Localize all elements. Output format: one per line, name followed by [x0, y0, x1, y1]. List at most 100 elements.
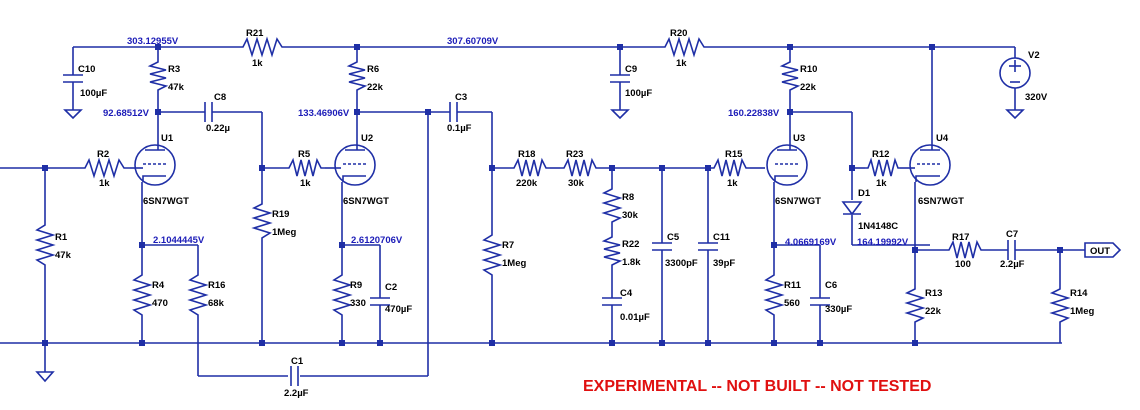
part-ref: R4: [152, 280, 165, 291]
part-ref: D1: [858, 188, 871, 199]
part-ref: R5: [298, 149, 311, 160]
part-value: 470: [152, 298, 168, 309]
part-ref: R20: [670, 28, 687, 39]
resistor-r5: [285, 157, 325, 177]
capacitor-c6: [810, 297, 830, 306]
part-value: 330: [350, 298, 366, 309]
part-value: 47k: [168, 82, 185, 93]
resistor-r20: [660, 36, 710, 58]
part-ref: R14: [1070, 288, 1088, 299]
part-value: 1k: [676, 58, 687, 69]
part-ref: C3: [455, 92, 467, 103]
part-ref: R3: [168, 64, 180, 75]
ground-icon: [610, 109, 630, 120]
wires: [0, 46, 1085, 377]
part-ref: R12: [872, 149, 889, 160]
resistor-r18: [510, 157, 550, 177]
resistor-r2: [80, 157, 130, 179]
voltage-source-v2: [999, 57, 1031, 89]
part-value: 100µF: [625, 88, 652, 99]
part-value: 470µF: [385, 304, 412, 315]
part-value: 30k: [568, 178, 585, 189]
capacitor-c9: [610, 74, 630, 83]
capacitor-c8: [204, 102, 230, 122]
capacitor-c5: [652, 242, 672, 251]
capacitors: [63, 74, 1016, 386]
part-ref: C2: [385, 282, 397, 293]
warning-banner: EXPERIMENTAL -- NOT BUILT -- NOT TESTED: [583, 378, 931, 395]
part-value: 22k: [925, 306, 942, 317]
part-value: 22k: [800, 82, 817, 93]
part-value: 6SN7WGT: [918, 196, 964, 207]
tube-u2: [334, 140, 376, 190]
part-ref: C4: [620, 288, 633, 299]
voltage-label: 303.12955V: [127, 36, 179, 47]
part-ref: R9: [350, 280, 362, 291]
part-ref: R21: [246, 28, 264, 39]
part-value: 3300pF: [665, 258, 698, 269]
resistor-r12: [865, 157, 900, 177]
resistor-r8: [601, 185, 623, 225]
resistor-r19: [251, 200, 273, 242]
voltage-label: 92.68512V: [103, 108, 150, 119]
part-value: 330µF: [825, 304, 852, 315]
voltage-label: 2.6120706V: [351, 235, 403, 246]
part-value: 39pF: [713, 258, 735, 269]
part-ref: R16: [208, 280, 225, 291]
part-value: 100: [955, 259, 971, 270]
capacitor-c1: [290, 366, 299, 386]
resistors: [34, 36, 1071, 325]
part-ref: R17: [952, 232, 969, 243]
part-ref: C11: [713, 232, 731, 243]
tube-u3: [766, 140, 808, 190]
part-ref: C7: [1006, 229, 1018, 240]
node-voltages: 303.12955V 307.60709V 92.68512V 133.4690…: [103, 36, 909, 248]
ground-icon: [1005, 109, 1025, 120]
part-ref: R23: [566, 149, 583, 160]
part-ref: R6: [367, 64, 379, 75]
resistor-r17: [945, 239, 985, 259]
junction-dots: [42, 44, 1063, 346]
part-value: 0.01µF: [620, 312, 650, 323]
part-ref: R2: [97, 149, 109, 160]
part-value: 6SN7WGT: [343, 196, 389, 207]
part-value: 2.2µF: [1000, 259, 1025, 270]
part-value: 22k: [367, 82, 384, 93]
part-ref: V2: [1028, 50, 1040, 61]
voltage-label: 133.46906V: [298, 108, 350, 119]
capacitor-c7: [1007, 240, 1016, 260]
part-value: 2.2µF: [284, 388, 309, 399]
part-value: 6SN7WGT: [775, 196, 821, 207]
capacitor-c11: [698, 242, 718, 251]
part-value: 1k: [99, 178, 110, 189]
resistor-r7: [481, 230, 503, 280]
part-ref: R13: [925, 288, 942, 299]
component-labels: R1 47k R2 1k R3 47k R4 470 R16 68k R19 1…: [55, 28, 1094, 399]
part-value: 68k: [208, 298, 225, 309]
resistor-r10: [779, 57, 801, 95]
part-ref: U3: [793, 133, 805, 144]
output-label: OUT: [1090, 246, 1110, 257]
voltage-label: 2.1044445V: [153, 235, 205, 246]
part-ref: U4: [936, 133, 949, 144]
part-value: 1Meg: [1070, 306, 1094, 317]
resistor-r13: [904, 285, 926, 325]
voltage-label: 160.22838V: [728, 108, 780, 119]
ground-icon: [35, 371, 55, 383]
part-ref: R22: [622, 239, 639, 250]
part-ref: C1: [291, 356, 304, 367]
part-ref: C6: [825, 280, 837, 291]
part-ref: C10: [78, 64, 95, 75]
part-value: 30k: [622, 210, 639, 221]
part-value: 100µF: [80, 88, 107, 99]
part-ref: C8: [214, 92, 226, 103]
resistor-r22: [601, 233, 623, 270]
resistor-r16: [187, 270, 209, 320]
resistor-r1: [34, 220, 56, 270]
part-ref: R18: [518, 149, 535, 160]
ground-icon: [63, 109, 83, 120]
resistor-r9: [331, 270, 353, 320]
part-value: 1k: [876, 178, 887, 189]
part-value: 320V: [1025, 92, 1048, 103]
